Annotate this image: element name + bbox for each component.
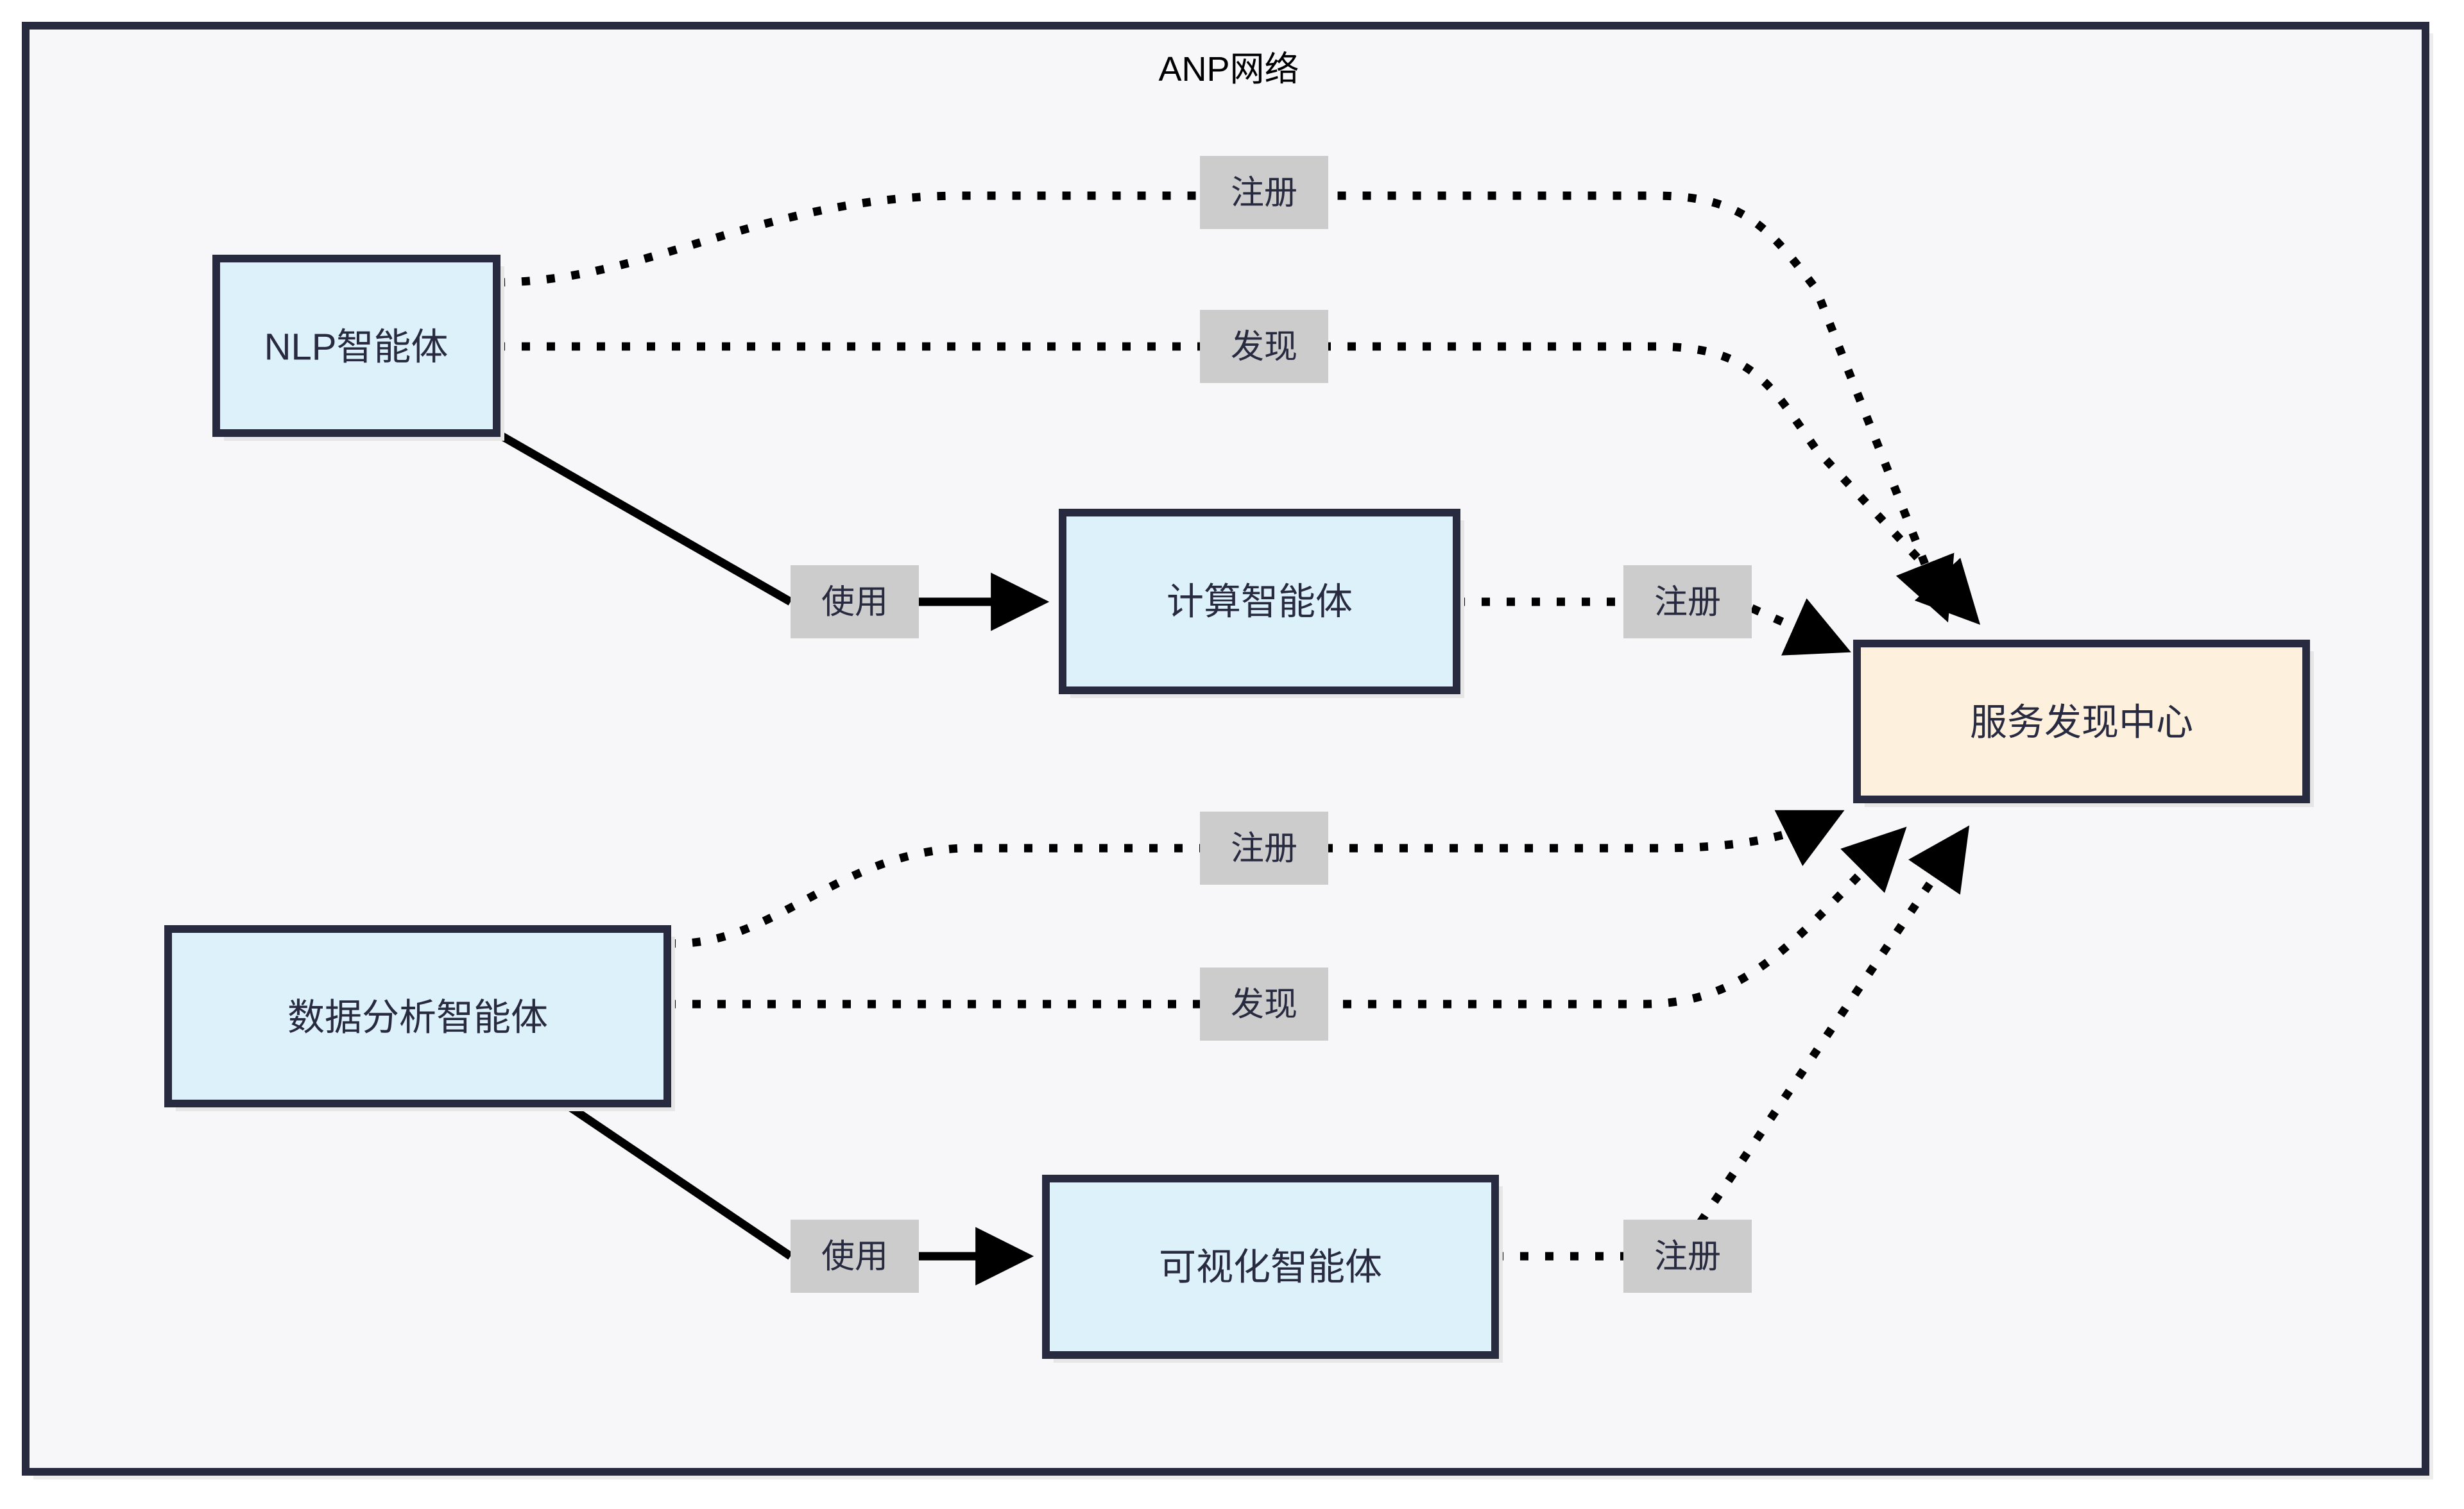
edge-label-text: 使用 <box>821 584 888 621</box>
node-nlp-label: NLP智能体 <box>264 327 449 368</box>
edge-label-text: 发现 <box>1231 986 1297 1023</box>
edges-layer <box>494 191 1981 1286</box>
edge-compute-register <box>1750 598 1851 656</box>
edge-data-register <box>667 810 1845 948</box>
edge-label-text: 注册 <box>1231 830 1297 867</box>
node-visualization-label: 可视化智能体 <box>1159 1247 1382 1288</box>
edge-label-bg <box>1200 156 1328 229</box>
edge-label-bg <box>1200 812 1328 885</box>
edge-label-text: 注册 <box>1654 1238 1721 1275</box>
node-dataanalysis-label: 数据分析智能体 <box>287 997 548 1039</box>
node-compute-agent[interactable]: 计算智能体 <box>1059 509 1464 698</box>
node-compute-box <box>1059 509 1460 694</box>
edge-label-data-register: 注册 <box>1200 812 1328 885</box>
node-registry-label: 服务发现中心 <box>1970 702 2193 744</box>
node-compute-label: 计算智能体 <box>1167 581 1353 623</box>
edge-label-bg <box>1200 310 1328 383</box>
edge-nlp-discover <box>497 342 1981 625</box>
node-visualization-box <box>1042 1175 1499 1359</box>
edge-label-bg <box>791 565 919 638</box>
edge-label-nlp-register: 注册 <box>1200 156 1328 229</box>
node-visualization-agent[interactable]: 可视化智能体 <box>1042 1175 1503 1363</box>
edge-label-text: 使用 <box>821 1238 888 1275</box>
edge-labels-layer: 注册 发现 使用 注册 注册 发现 <box>791 156 1752 1293</box>
node-nlp-agent[interactable]: NLP智能体 <box>212 255 504 441</box>
edge-label-text: 发现 <box>1231 328 1297 366</box>
edge-label-bg <box>791 1220 919 1293</box>
node-registry-box <box>1853 640 2310 803</box>
edge-data-use-vis-leg <box>562 1100 793 1260</box>
node-dataanalysis-box <box>164 925 671 1107</box>
edge-vis-register <box>1697 825 1970 1225</box>
node-nlp-box <box>212 255 501 437</box>
edge-data-discover <box>667 826 1907 1009</box>
edge-label-nlp-use-compute: 使用 <box>791 565 919 638</box>
edge-label-bg <box>1200 968 1328 1041</box>
edge-label-text: 注册 <box>1231 175 1297 212</box>
edge-label-vis-register: 注册 <box>1623 1220 1752 1293</box>
node-dataanalysis-agent[interactable]: 数据分析智能体 <box>164 925 675 1111</box>
edge-label-text: 注册 <box>1654 584 1721 621</box>
edge-label-bg <box>1623 1220 1752 1293</box>
node-registry[interactable]: 服务发现中心 <box>1853 640 2314 807</box>
edge-label-data-use-vis: 使用 <box>791 1220 919 1293</box>
edge-nlp-use-compute-leg <box>494 429 793 606</box>
edge-label-bg <box>1623 565 1752 638</box>
edge-label-compute-register: 注册 <box>1623 565 1752 638</box>
edge-label-data-discover: 发现 <box>1200 968 1328 1041</box>
edge-label-nlp-discover: 发现 <box>1200 310 1328 383</box>
cluster-title: ANP网络 <box>1158 50 1299 89</box>
